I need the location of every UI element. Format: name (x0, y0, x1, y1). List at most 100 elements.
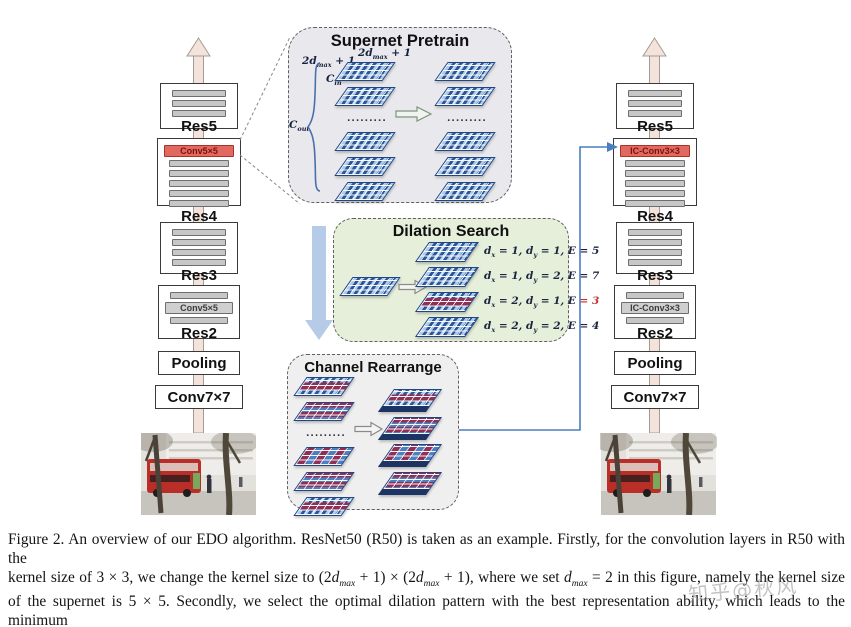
filter-grid (434, 157, 496, 176)
right-res5-block: Res5 (616, 83, 694, 135)
block-label: Res5 (637, 118, 673, 135)
block-label: Pooling (627, 354, 683, 372)
layer-bar (627, 99, 683, 107)
panel-title: Supernet Pretrain (330, 32, 470, 50)
layer-bars: Conv5×5 (158, 143, 240, 208)
right-conv7x7-block: Conv7×7 (611, 385, 699, 409)
layer-bars (617, 88, 693, 118)
right-pooling-block: Pooling (614, 351, 696, 375)
filter-block (377, 416, 443, 440)
layer-bar (171, 238, 227, 246)
block-label: Res3 (637, 267, 673, 284)
layer-bar (171, 228, 227, 236)
caption-line: of the supernet is 5 × 5. Secondly, we s… (8, 593, 845, 627)
filter-grid (293, 447, 355, 466)
filter-grid (434, 87, 496, 106)
layer-bar (171, 109, 227, 117)
layer-bar (627, 228, 683, 236)
supernet-input-filters: ......... (334, 62, 396, 207)
layer-bar (627, 89, 683, 97)
block-label: Pooling (171, 354, 227, 372)
kernel-dim-top-label: 2dmax + 1 (358, 47, 412, 62)
filter-grid (434, 182, 496, 201)
block-label: Res5 (181, 118, 217, 135)
layer-bar (627, 248, 683, 256)
dilation-equation: dx = 2, dy = 1, E = 3 (484, 294, 600, 310)
filter-grid (339, 277, 401, 296)
left-pooling-block: Pooling (158, 351, 240, 375)
filter-grid (414, 267, 480, 287)
conv-layer-bar: IC-Conv3×3 (620, 144, 690, 157)
filter-grid (334, 87, 396, 106)
left-res2-block: Conv5×5 Res2 (158, 285, 240, 342)
dilation-candidate-row: dx = 1, dy = 2, E = 7 (414, 267, 600, 287)
block-label: Res4 (181, 208, 217, 225)
filter-block (377, 471, 443, 495)
layer-bar (169, 169, 229, 177)
filter-grid (334, 132, 396, 151)
filter-grid (434, 132, 496, 151)
conv-layer-bar: IC-Conv3×3 (621, 301, 689, 314)
layer-bar (171, 258, 227, 266)
block-label: Conv7×7 (623, 388, 687, 406)
left-res4-block: Conv5×5 Res4 (157, 138, 241, 225)
dilation-candidate-row: dx = 1, dy = 1, E = 5 (414, 242, 600, 262)
layer-bars: IC-Conv3×3 (615, 290, 695, 325)
layer-bar (625, 159, 685, 167)
filter-grid (293, 472, 355, 491)
right-up-arrow-icon (642, 37, 667, 57)
panel-title: Dilation Search (392, 223, 510, 240)
filter-grid (293, 377, 355, 396)
layer-bar (169, 159, 229, 167)
left-res3-block: Res3 (160, 222, 238, 284)
layer-bar (170, 316, 228, 324)
layer-bar (627, 238, 683, 246)
right-res4-block: IC-Conv3×3 Res4 (613, 138, 697, 225)
layer-bar (625, 189, 685, 197)
conv-layer-bar: Conv5×5 (165, 301, 233, 314)
output-street-photo-right (600, 433, 717, 515)
filter-block (377, 444, 443, 467)
layer-bars (161, 88, 237, 118)
figure-caption: Figure 2. An overview of our EDO algorit… (8, 531, 845, 627)
filter-grid (334, 157, 396, 176)
filter-grid (334, 62, 396, 81)
dilation-equation: dx = 1, dy = 2, E = 7 (484, 269, 600, 285)
dilation-input-filter (339, 277, 401, 302)
left-up-arrow-icon (186, 37, 211, 57)
filter-grid (414, 317, 480, 337)
block-label: Conv7×7 (167, 388, 231, 406)
block-label: Res2 (181, 325, 217, 342)
layer-bars (161, 227, 237, 267)
filter-block (377, 389, 443, 412)
layer-bar (169, 189, 229, 197)
layer-bar (625, 169, 685, 177)
filter-grid (414, 292, 480, 312)
layer-bar (169, 199, 229, 207)
caption-line: Figure 2. An overview of our EDO algorit… (8, 531, 845, 567)
conv-layer-bar: Conv5×5 (164, 144, 234, 157)
ellipsis-dots: ......... (447, 114, 487, 124)
filter-grid (293, 402, 355, 421)
layer-bars: IC-Conv3×3 (614, 143, 696, 208)
rearranged-filter-blocks (377, 389, 443, 499)
layer-bar (626, 291, 684, 299)
layer-bar (169, 179, 229, 187)
panel-title: Channel Rearrange (304, 359, 442, 376)
layer-bar (171, 89, 227, 97)
dilation-candidates: dx = 1, dy = 1, E = 5 dx = 1, dy = 2, E =… (414, 242, 600, 342)
filter-grid (414, 242, 480, 262)
filter-grid (334, 182, 396, 201)
block-label: Res2 (637, 325, 673, 342)
c-out-label: Cout (289, 119, 310, 134)
rearrange-arrow-icon (354, 421, 384, 437)
right-res2-block: IC-Conv3×3 Res2 (614, 285, 696, 342)
c-out-brace (307, 62, 321, 192)
dilation-equation: dx = 1, dy = 1, E = 5 (484, 244, 600, 260)
layer-bar (625, 199, 685, 207)
filter-grid (434, 62, 496, 81)
filter-grid (293, 497, 355, 516)
layer-bars (617, 227, 693, 267)
